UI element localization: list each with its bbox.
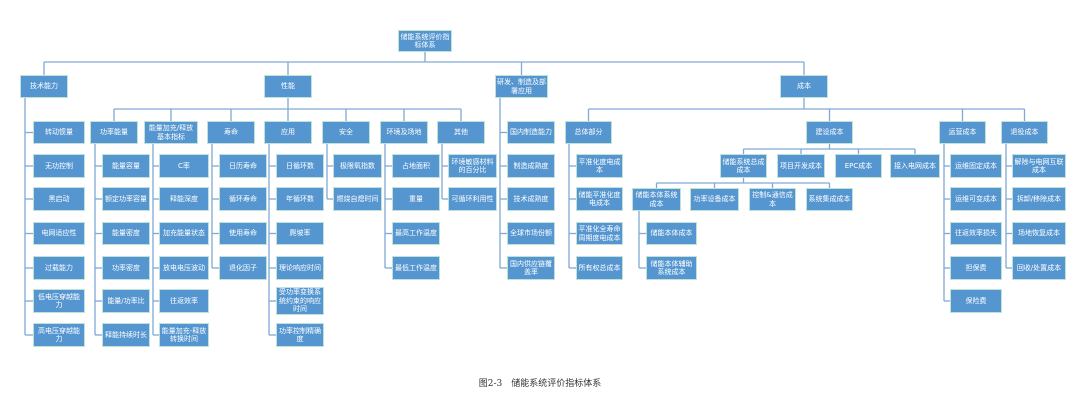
node-re2: 拆卸/移除成本 (1012, 187, 1066, 211)
node-cost: 成本 (780, 75, 828, 98)
node-pe6: 释能持续时长 (102, 323, 150, 347)
node-eb: 能量加充/释放基本指标 (144, 121, 198, 144)
node-bs4: 系统集成成本 (806, 188, 853, 211)
node-r3: 技术成熟度 (507, 187, 555, 211)
node-op5: 保险费 (950, 289, 1002, 313)
node-op: 运营成本 (939, 121, 986, 144)
node-l3: 使用寿命 (219, 222, 267, 245)
node-l4: 退化因子 (219, 256, 267, 280)
node-r1: 国内制造能力 (507, 121, 555, 144)
node-eb4: 放电电压波动 (159, 256, 209, 280)
node-r4: 全球市场份额 (507, 222, 555, 245)
node-oth: 其他 (437, 121, 485, 144)
node-o2: 可循环利用性 (448, 187, 497, 211)
node-a3: 爬坡率 (276, 222, 324, 245)
node-a6: 功率控制精确度 (276, 323, 324, 347)
node-tech: 技术能力 (20, 75, 68, 98)
node-bb1: 储能本体成本 (646, 222, 697, 245)
node-r5: 国内供应链覆盖率 (507, 256, 555, 280)
node-safe: 安全 (322, 121, 370, 144)
node-b4: 接入电网成本 (890, 154, 940, 178)
node-t5: 过载能力 (33, 256, 85, 280)
node-t4: 电网适应性 (33, 222, 85, 245)
node-pe2: 额定功率容量 (102, 187, 150, 211)
node-re3: 场地恢复成本 (1012, 222, 1066, 245)
node-g4: 所有权总成本 (576, 256, 623, 280)
node-re4: 回收/处置成本 (1012, 256, 1066, 280)
node-build: 建设成本 (806, 121, 853, 144)
node-pe: 功率能量 (90, 121, 138, 144)
node-bs3: 控制&通信成本 (749, 188, 796, 211)
node-e1: 占地面积 (392, 154, 440, 178)
node-s2: 燃烧自熄时间 (333, 187, 382, 211)
node-r2: 制造成熟度 (507, 154, 555, 178)
node-op4: 担保费 (950, 256, 1002, 280)
node-eb6: 能量加充-释放转换时间 (159, 323, 209, 347)
node-t2: 无功控制 (33, 154, 85, 178)
node-l2: 循环寿命 (219, 187, 267, 211)
node-b3: EPC成本 (835, 154, 882, 178)
node-bs1: 储能本体系统成本 (632, 188, 681, 211)
node-a1: 日循环数 (276, 154, 324, 178)
node-eb2: 释能深度 (159, 187, 209, 211)
node-ret: 退役成本 (1001, 121, 1048, 144)
node-root: 储能系统评价指标体系 (398, 30, 452, 52)
node-rd: 研发、制造及部署应用 (495, 75, 548, 98)
node-e3: 最高工作温度 (392, 222, 440, 245)
node-perf: 性能 (264, 75, 312, 98)
node-b1: 储能系统总成成本 (720, 154, 767, 178)
node-t7: 高电压穿越能力 (33, 323, 85, 347)
node-life: 寿命 (207, 121, 255, 144)
node-g1: 平准化度电成本 (576, 154, 623, 178)
node-g2: 储能平准化度电成本 (576, 187, 623, 211)
node-o1: 环境敏感材料的百分比 (448, 154, 497, 178)
node-app: 应用 (264, 121, 312, 144)
node-eb5: 往返效率 (159, 289, 209, 313)
node-bs2: 功率设备成本 (690, 188, 739, 211)
node-t1: 转动惯量 (33, 121, 85, 144)
node-eb1: C率 (159, 154, 209, 178)
node-t6: 低电压穿越能力 (33, 289, 85, 313)
node-re1: 解除与电网互联成本 (1012, 154, 1066, 178)
node-l1: 日历寿命 (219, 154, 267, 178)
node-pe5: 能量/功率比 (102, 289, 150, 313)
node-a4: 理论响应时间 (276, 256, 324, 280)
node-e4: 最低工作温度 (392, 256, 440, 280)
node-op2: 运维可变成本 (950, 187, 1002, 211)
node-op3: 往返效率损失 (950, 222, 1002, 245)
node-gen: 总体部分 (565, 121, 612, 144)
node-bb2: 储能本体辅助系统成本 (646, 256, 697, 280)
node-env: 环境及场地 (380, 121, 428, 144)
node-t3: 黑启动 (33, 187, 85, 211)
node-s1: 极限氧指数 (333, 154, 382, 178)
node-a5: 受功率变换系统约束的响应时间 (276, 287, 324, 315)
node-pe3: 能量密度 (102, 222, 150, 245)
node-pe4: 功率密度 (102, 256, 150, 280)
node-eb3: 加充能量状态 (159, 222, 209, 245)
node-g3: 平准化全寿命周期度电成本 (576, 222, 623, 245)
node-e2: 重量 (392, 187, 440, 211)
node-pe1: 能量容量 (102, 154, 150, 178)
node-op1: 运维固定成本 (950, 154, 1002, 178)
node-a2: 年循环数 (276, 187, 324, 211)
figure-caption: 图2-3 储能系统评价指标体系 (478, 379, 602, 389)
node-b2: 项目开发成本 (777, 154, 825, 178)
